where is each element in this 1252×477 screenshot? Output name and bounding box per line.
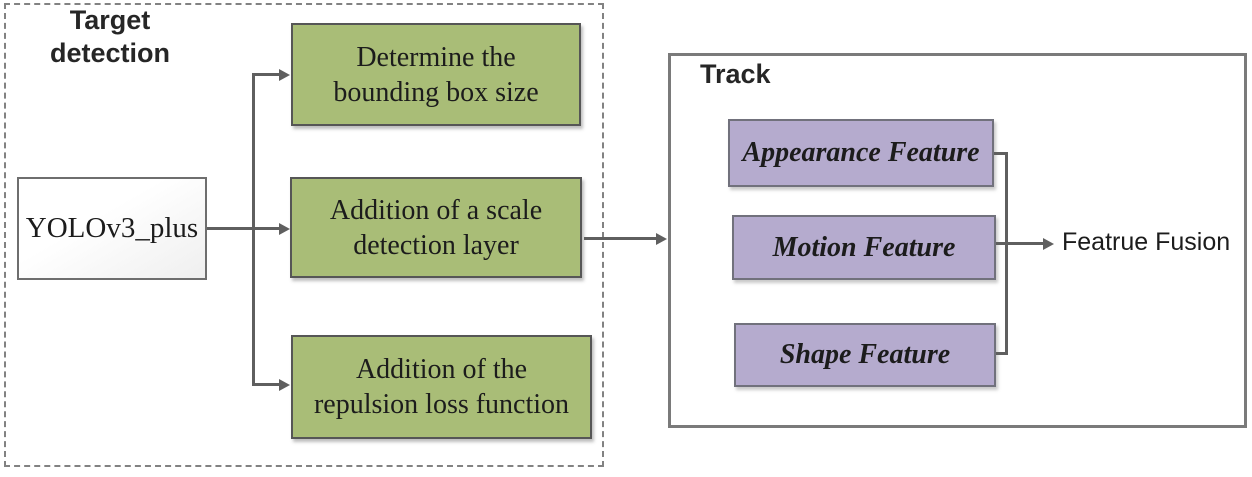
connector-bus-to-fusion — [996, 242, 1044, 245]
connector-detection-to-track — [584, 237, 657, 240]
arrowhead-to-step3-icon — [279, 378, 290, 391]
feature-box-motion: Motion Feature — [732, 215, 996, 280]
feature-label: Appearance Feature — [742, 137, 980, 168]
arrowhead-to-track-icon — [656, 232, 667, 245]
feature-fusion-label: Featrue Fusion — [1062, 228, 1231, 256]
step-label-line: Determine the — [356, 41, 516, 73]
connector-branch-top — [252, 73, 280, 76]
arrowhead-to-step2-icon — [279, 222, 290, 235]
connector-shape-to-bus — [996, 352, 1008, 355]
step-label-line: Addition of a scale — [329, 194, 543, 226]
step-box-repulsion-loss: Addition of the repulsion loss function — [291, 335, 592, 439]
connector-branch-bottom — [252, 383, 280, 386]
feature-box-shape: Shape Feature — [734, 323, 996, 387]
connector-yolo-to-branch — [207, 227, 283, 230]
feature-label: Motion Feature — [772, 231, 956, 263]
step-box-scale-detection-layer: Addition of a scale detection layer — [290, 177, 582, 278]
connector-feature-bus-vertical — [1005, 152, 1008, 355]
step-label-line: Addition of the — [355, 354, 528, 385]
feature-box-appearance: Appearance Feature — [728, 119, 994, 187]
connector-branch-vertical — [252, 73, 255, 386]
target-detection-title: Target detection — [49, 5, 170, 68]
track-title: Track — [700, 59, 771, 89]
step-label-line: repulsion loss function — [313, 389, 570, 420]
step-box-bounding-box-size: Determine the bounding box size — [291, 23, 581, 126]
feature-label: Shape Feature — [779, 339, 951, 370]
step-label-line: bounding box size — [333, 76, 539, 108]
yolov3-plus-box: YOLOv3_plus — [17, 177, 207, 280]
step-label-line: detection layer — [353, 229, 519, 261]
arrowhead-to-fusion-icon — [1043, 237, 1054, 250]
connector-appearance-to-bus — [994, 152, 1008, 155]
yolov3-plus-label: YOLOv3_plus — [25, 212, 199, 244]
arrowhead-to-step1-icon — [279, 68, 290, 81]
